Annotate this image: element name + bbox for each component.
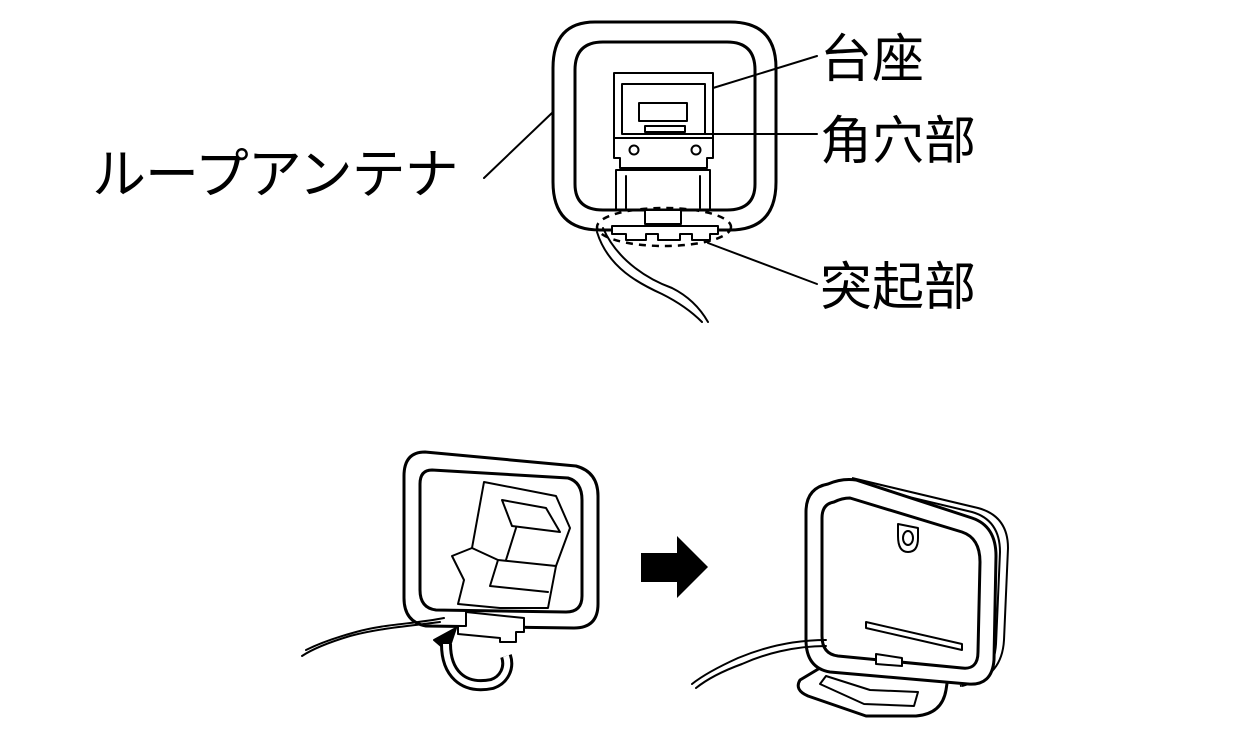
label-base: 台座	[820, 30, 925, 90]
leader-base	[712, 55, 818, 89]
leader-loop-antenna	[483, 111, 554, 179]
leader-protrusion	[707, 242, 818, 285]
loop-antenna-front-view	[551, 20, 778, 323]
label-loop-antenna: ループアンテナ	[92, 143, 459, 206]
right-arrow-icon	[641, 536, 708, 598]
antenna-folding-view	[301, 450, 600, 692]
base-stand	[613, 72, 714, 211]
label-protrusion: 突起部	[820, 258, 977, 318]
curved-arrow-icon	[433, 627, 514, 692]
protrusion-tabs	[611, 209, 719, 241]
antenna-assembled-view	[691, 477, 1009, 718]
label-square-hole: 角穴部	[820, 112, 977, 172]
